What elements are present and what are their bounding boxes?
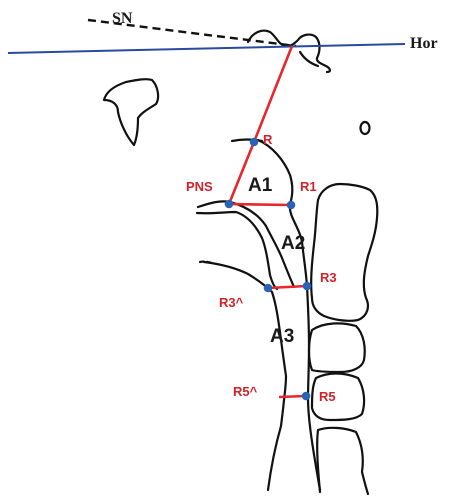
point-r5	[301, 391, 311, 401]
label-r: R	[263, 132, 273, 147]
sella-lower-contour	[298, 50, 320, 68]
tongue-base-contour	[202, 260, 288, 492]
c4-vertebra-contour	[310, 372, 366, 422]
r5-line	[278, 394, 307, 399]
foramen-contour	[359, 120, 371, 136]
r3-line	[267, 284, 308, 290]
c5-vertebra-contour	[316, 426, 370, 496]
c3-vertebra-contour	[307, 322, 366, 374]
tongue-base-dash	[198, 260, 214, 265]
diagram-labels: SN Hor R PNS A1 R1 A2 R3 R3^ A3 R5^ R5	[112, 10, 438, 404]
r-pns-line	[227, 141, 256, 205]
label-sn: SN	[112, 10, 133, 27]
measurement-points	[224, 137, 312, 401]
label-r5-hat: R5^	[233, 384, 258, 399]
c2-vertebra-contour	[310, 182, 379, 322]
sn-line	[87, 18, 297, 48]
sella-contour	[246, 29, 332, 74]
anatomy-sketch	[102, 29, 379, 496]
label-r5: R5	[319, 389, 336, 404]
point-pns	[224, 199, 234, 209]
label-pns: PNS	[186, 179, 213, 194]
label-r1: R1	[300, 179, 317, 194]
soft-palate-upper	[196, 200, 296, 289]
pns-r1-line	[228, 202, 292, 207]
label-a3: A3	[270, 326, 294, 347]
point-r1	[286, 200, 296, 210]
label-r3-hat: R3^	[219, 295, 244, 310]
cranial-base-curve	[230, 138, 264, 143]
label-r3: R3	[320, 270, 337, 285]
label-a1: A1	[248, 175, 273, 196]
pterygoid-contour	[102, 78, 160, 147]
measurement-lines	[227, 45, 308, 399]
point-r3-hat	[263, 283, 273, 293]
ramus-line	[252, 45, 294, 143]
point-r3	[302, 281, 312, 291]
reference-lines	[7, 18, 406, 54]
point-r	[249, 137, 259, 147]
label-hor: Hor	[410, 35, 438, 52]
soft-palate-lower	[195, 210, 279, 291]
label-a2: A2	[281, 233, 305, 254]
horizontal-reference-line	[7, 43, 406, 54]
